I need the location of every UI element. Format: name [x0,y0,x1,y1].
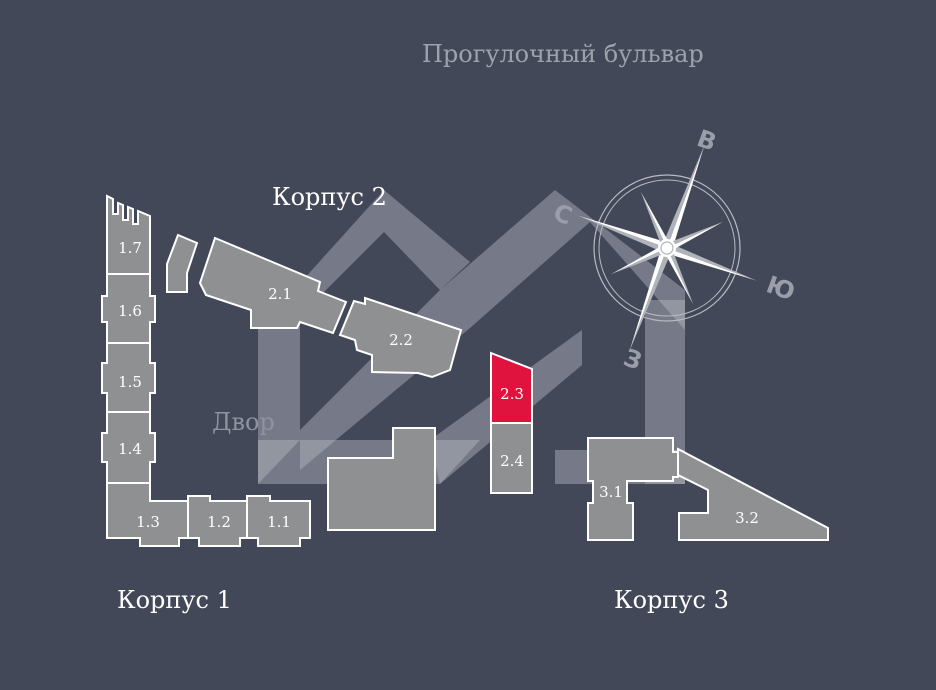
yard-label: Двор [212,408,275,436]
section-1-5-number: 1.5 [118,373,142,391]
corpus-2: 2.1 2.2 2.3 2.4 [198,236,533,531]
corpus-2-label[interactable]: Корпус 2 [272,183,387,211]
corpus-1-label[interactable]: Корпус 1 [117,586,232,614]
section-2-2[interactable] [338,296,463,379]
corpus-1: 1.7 1.6 1.5 1.4 1.3 1.2 1.1 [101,194,311,547]
section-2-4[interactable] [490,422,533,494]
corpus-3-label[interactable]: Корпус 3 [614,586,729,614]
section-1-4-number: 1.4 [118,440,142,458]
section-2-4-number: 2.4 [500,452,524,470]
compass-south-label: Ю [763,271,799,307]
section-1-1-number: 1.1 [267,513,291,531]
section-2-1[interactable] [198,236,348,335]
section-1-2[interactable] [187,495,248,547]
corpus-3: 3.1 3.2 [587,437,829,541]
section-3-1-number: 3.1 [599,483,623,501]
section-3-2-number: 3.2 [735,509,759,527]
section-2-3-number: 2.3 [500,385,524,403]
section-1-3-number: 1.3 [136,513,160,531]
section-1-6-number: 1.6 [118,302,142,320]
section-1-7[interactable] [106,194,151,275]
compass-west-label: З [620,343,646,375]
section-1-2-number: 1.2 [207,513,231,531]
building-2-block[interactable] [327,427,436,531]
section-2-1-number: 2.1 [268,285,292,303]
section-1-1[interactable] [246,495,311,547]
section-3-1[interactable] [587,437,679,541]
section-3-2[interactable] [677,447,829,541]
compass-rose-icon [577,144,757,352]
auxiliary-building[interactable] [166,233,199,293]
section-1-3[interactable] [106,482,189,547]
street-label: Прогулочный бульвар [422,40,704,68]
section-1-7-number: 1.7 [118,239,142,257]
compass-east-label: В [693,124,720,157]
section-2-2-number: 2.2 [389,331,413,349]
